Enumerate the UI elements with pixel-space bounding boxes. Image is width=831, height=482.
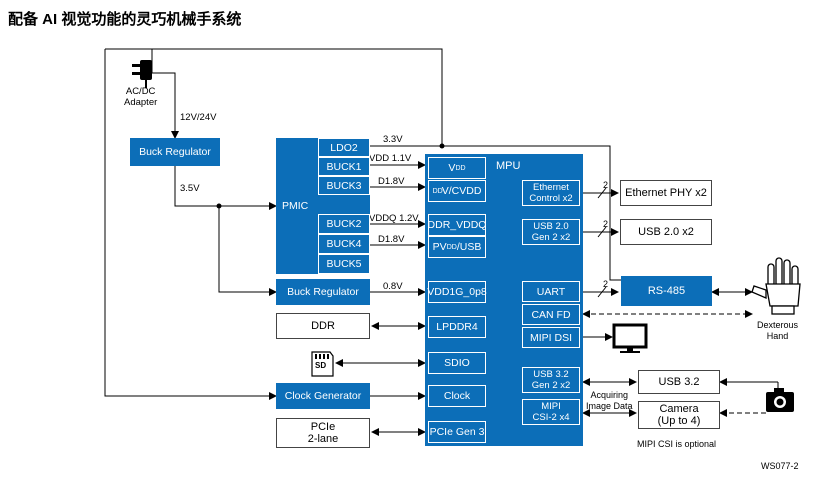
mipi-csi-line2: CSI-2 x4 xyxy=(532,412,570,423)
page-title: 配备 AI 视觉功能的灵巧机械手系统 xyxy=(8,11,242,28)
bus-width-usb20: 2 xyxy=(603,219,609,229)
dexterous-line1: Dexterous xyxy=(757,320,799,330)
usb20-line2: Gen 2 x2 xyxy=(531,232,571,243)
pvdd-sub: DD xyxy=(446,243,457,251)
dexterous-line2: Hand xyxy=(766,331,789,341)
buck-regulator-top: Buck Regulator xyxy=(130,138,220,166)
rs485-block: RS-485 xyxy=(621,276,712,306)
adapter-label: AC/DC Adapter xyxy=(124,86,157,108)
dexterous-hand-label: Dexterous Hand xyxy=(757,320,798,342)
camera-line1: Camera xyxy=(659,403,699,415)
rail-vddq-1-2v: VDDQ 1.2V xyxy=(369,213,419,224)
pcie-line2: 2-lane xyxy=(307,433,339,445)
eth-ctrl-line1: Ethernet xyxy=(533,182,569,193)
usb20-line1: USB 2.0 xyxy=(533,221,569,232)
adapter-line2: Adapter xyxy=(124,97,158,108)
eth-ctrl-line2: Control x2 xyxy=(529,193,573,204)
mpu-mipi-csi: MIPI CSI-2 x4 xyxy=(522,399,580,425)
robot-hand-icon xyxy=(751,257,801,315)
mpu-sdio: SDIO xyxy=(428,352,486,374)
acquiring-label: Acquiring Image Data xyxy=(586,390,633,412)
mipi-optional-note: MIPI CSI is optional xyxy=(637,439,717,449)
pvdd-suffix: /USB xyxy=(456,241,482,253)
document-id: WS077-2 xyxy=(761,461,799,471)
mipi-csi-line1: MIPI xyxy=(541,401,561,412)
usb32-ext-block: USB 3.2 xyxy=(638,370,720,394)
mpu-usb20: USB 2.0 Gen 2 x2 xyxy=(522,219,580,245)
acquiring-line1: Acquiring xyxy=(590,390,629,400)
pvdd-main: PV xyxy=(432,241,447,253)
camera-line2: (Up to 4) xyxy=(657,415,701,427)
mpu-vdd1g: VDD1G_0p8 xyxy=(427,281,487,303)
adapter-line1: AC/DC xyxy=(125,86,156,97)
vdd-sub: DD xyxy=(455,164,466,172)
pmic-buck1: BUCK1 xyxy=(318,157,370,176)
ethernet-phy-block: Ethernet PHY x2 xyxy=(620,180,712,206)
camera-icon xyxy=(766,388,794,412)
pcie-line1: PCIe xyxy=(310,421,336,433)
mpu-usb32: USB 3.2 Gen 2 x2 xyxy=(522,367,580,393)
rail-vdd-1-1v: VDD 1.1V xyxy=(369,153,412,164)
usb20-ext-block: USB 2.0 x2 xyxy=(620,219,712,245)
bus-width-uart: 2 xyxy=(603,279,609,289)
monitor-icon xyxy=(612,323,648,353)
rail-3-5v: 3.5V xyxy=(180,183,200,194)
pmic-buck5: BUCK5 xyxy=(318,254,370,274)
usb32-line1: USB 3.2 xyxy=(533,369,569,380)
pmic-ldo2: LDO2 xyxy=(318,138,370,157)
usb32-line2: Gen 2 x2 xyxy=(531,380,571,391)
vdd-cvdd-main: /CVDD xyxy=(448,185,482,197)
pmic-label: PMIC xyxy=(282,200,309,212)
mpu-vdd-cvdd: DD V/CVDD xyxy=(428,180,486,202)
sd-card-icon xyxy=(311,351,334,377)
buck-regulator-bottom: Buck Regulator xyxy=(276,279,370,305)
mpu-can-fd: CAN FD xyxy=(522,304,580,325)
pcie-2-lane-block: PCIe 2-lane xyxy=(276,418,370,448)
acquiring-line2: Image Data xyxy=(586,401,633,411)
bus-width-eth: 2 xyxy=(603,180,609,190)
pmic-buck2: BUCK2 xyxy=(318,214,370,234)
mpu-label: MPU xyxy=(496,160,521,172)
mpu-clock: Clock xyxy=(428,385,486,407)
mpu-ddr-vddq: DDR_VDDQ xyxy=(428,214,486,236)
vdd-main: V xyxy=(448,162,456,174)
sd-card-label: SD xyxy=(315,361,327,370)
rail-d1-8v-b: D1.8V xyxy=(378,234,405,245)
rail-0-8v: 0.8V xyxy=(383,281,403,292)
pmic-buck3: BUCK3 xyxy=(318,176,370,195)
ddr-block: DDR xyxy=(276,313,370,339)
rail-d1-8v-a: D1.8V xyxy=(378,176,405,187)
rail-12v-24v: 12V/24V xyxy=(180,112,217,123)
mpu-mipi-dsi: MIPI DSI xyxy=(522,327,580,348)
pmic-buck4: BUCK4 xyxy=(318,234,370,254)
camera-block: Camera (Up to 4) xyxy=(638,401,720,429)
mpu-uart: UART xyxy=(522,281,580,302)
mpu-lpddr4: LPDDR4 xyxy=(428,316,486,338)
clock-generator-block: Clock Generator xyxy=(276,383,370,409)
rail-3-3v: 3.3V xyxy=(383,134,403,145)
vdd-cvdd-sub: DD xyxy=(432,187,443,195)
ac-adapter-icon xyxy=(132,60,152,88)
mpu-pcie-gen3: PCIe Gen 3 xyxy=(428,421,486,443)
mpu-ethernet-control: Ethernet Control x2 xyxy=(522,180,580,206)
